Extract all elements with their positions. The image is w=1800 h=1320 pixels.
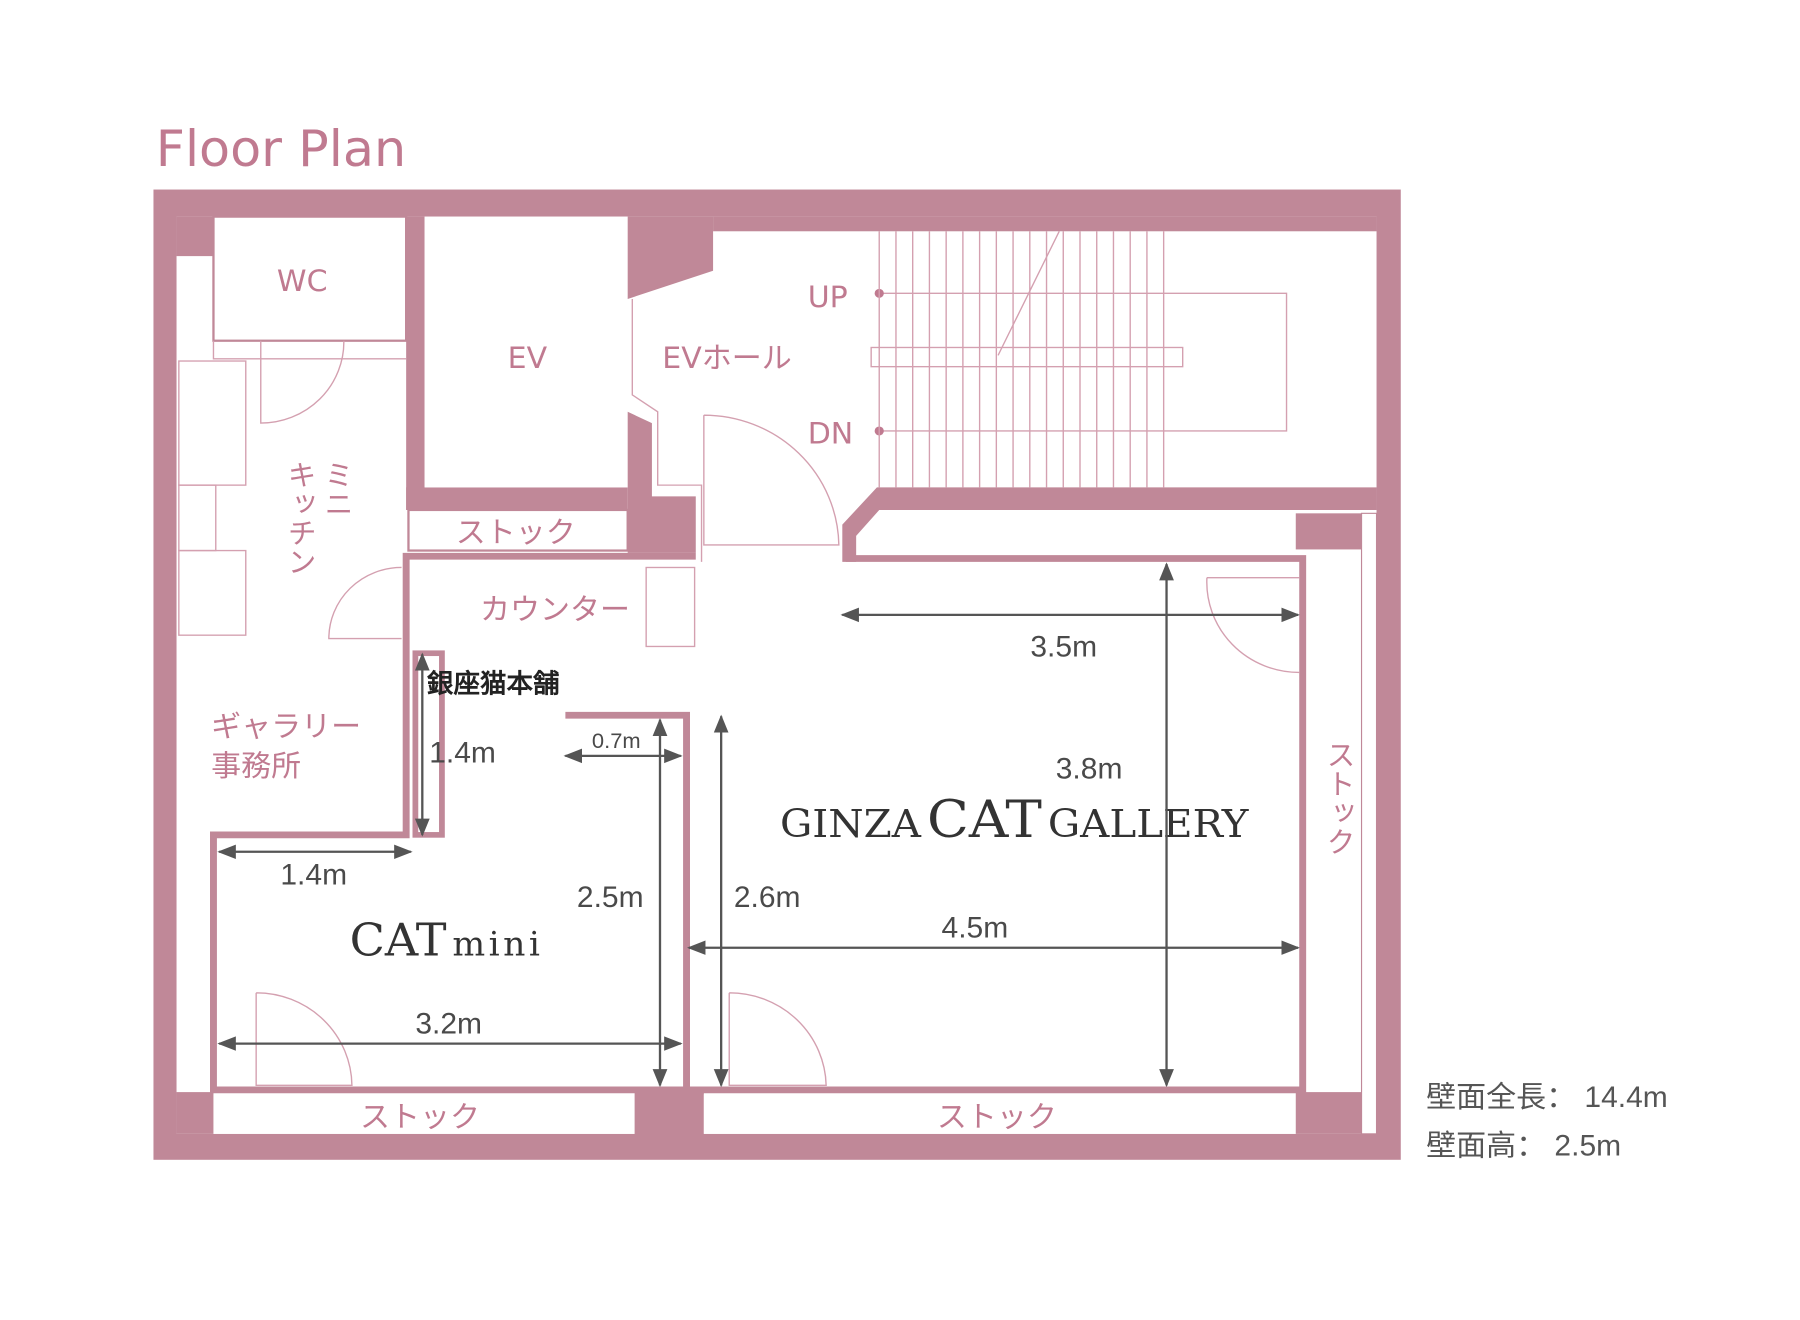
room-stock-bottom-left: ストック <box>360 1099 480 1134</box>
mini-gallery-name: CAT mini <box>350 914 544 966</box>
room-mini-kitchen-2: キッチン <box>283 460 317 576</box>
room-wc: WC <box>277 263 328 298</box>
dim-2-5m: 2.5m <box>577 881 644 914</box>
stair-dn: DN <box>808 416 854 451</box>
dim-1-4m-vertical: 1.4m <box>429 737 496 770</box>
page-title: Floor Plan <box>156 119 406 177</box>
dim-0-7m: 0.7m <box>592 728 641 753</box>
dim-3-8m: 3.8m <box>1056 753 1123 786</box>
dim-4-5m: 4.5m <box>942 912 1009 945</box>
fixtures <box>178 298 1300 1087</box>
dim-3-2m: 3.2m <box>415 1008 482 1041</box>
staircase <box>870 230 1288 488</box>
gallery-name: Ginza CAT Gallery <box>780 790 1249 850</box>
room-labels: WC EV EVホール UP DN ストック カウンター 銀座猫本舗 ギャラリー… <box>211 263 1249 1134</box>
walls <box>153 189 1401 1160</box>
room-stock-bottom-right: ストック <box>937 1099 1057 1134</box>
room-counter: カウンター <box>480 592 630 627</box>
shop-name: 銀座猫本舗 <box>427 669 560 700</box>
stair-up: UP <box>808 279 848 314</box>
room-ev: EV <box>508 340 548 375</box>
dim-3-5m: 3.5m <box>1030 631 1097 664</box>
wall-height-note: 壁面高： 2.5m <box>1426 1130 1621 1163</box>
wall-length-note: 壁面全長： 14.4m <box>1426 1081 1668 1114</box>
dimension-lines: 3.5m 3.8m 1.4m 0.7m 1.4m 2.5m 2.6m 4.5m … <box>217 562 1300 1088</box>
room-stock-top: ストック <box>456 515 576 550</box>
room-ev-hall: EVホール <box>662 340 791 375</box>
dim-2-6m: 2.6m <box>734 881 801 914</box>
room-gallery-office-2: 事務所 <box>211 749 301 784</box>
room-gallery-office-1: ギャラリー <box>211 709 361 744</box>
room-mini-kitchen-1: ミニ <box>320 460 354 518</box>
dim-1-4m-horizontal: 1.4m <box>280 859 347 892</box>
room-stock-right: ストック <box>1322 740 1356 856</box>
